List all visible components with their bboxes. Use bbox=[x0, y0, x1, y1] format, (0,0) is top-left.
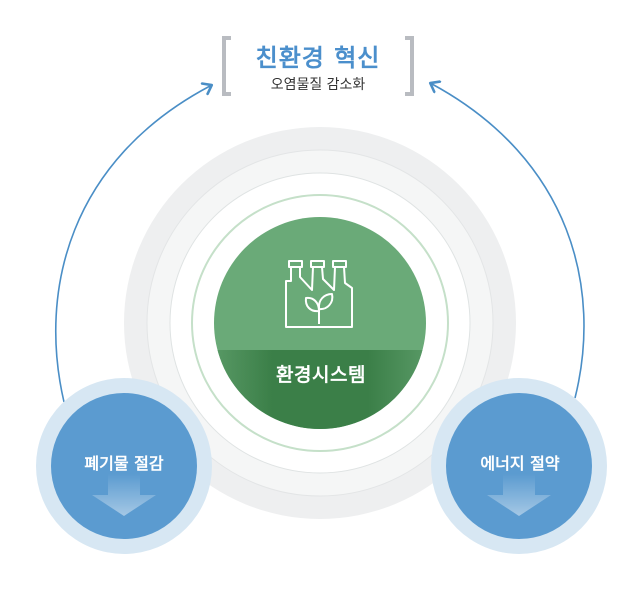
right-cycle-arrow bbox=[432, 84, 585, 399]
title-box: 친환경 혁신 오염물질 감소화 bbox=[222, 36, 414, 100]
center-label: 환경시스템 bbox=[276, 364, 366, 386]
waste-node-circle bbox=[51, 393, 197, 539]
page-subtitle: 오염물질 감소화 bbox=[270, 77, 366, 93]
waste-reduction-label: 폐기물 절감 bbox=[84, 454, 164, 473]
factory-leaf-icon bbox=[285, 260, 353, 328]
waste-down-arrow-icon bbox=[92, 474, 156, 516]
energy-down-arrow-icon bbox=[487, 474, 551, 516]
energy-saving-label: 에너지 절약 bbox=[480, 454, 560, 473]
right-bracket bbox=[405, 36, 414, 96]
energy-node-circle bbox=[446, 393, 592, 539]
left-bracket bbox=[222, 36, 231, 96]
page-title: 친환경 혁신 bbox=[255, 44, 381, 72]
left-cycle-arrow bbox=[55, 86, 210, 403]
